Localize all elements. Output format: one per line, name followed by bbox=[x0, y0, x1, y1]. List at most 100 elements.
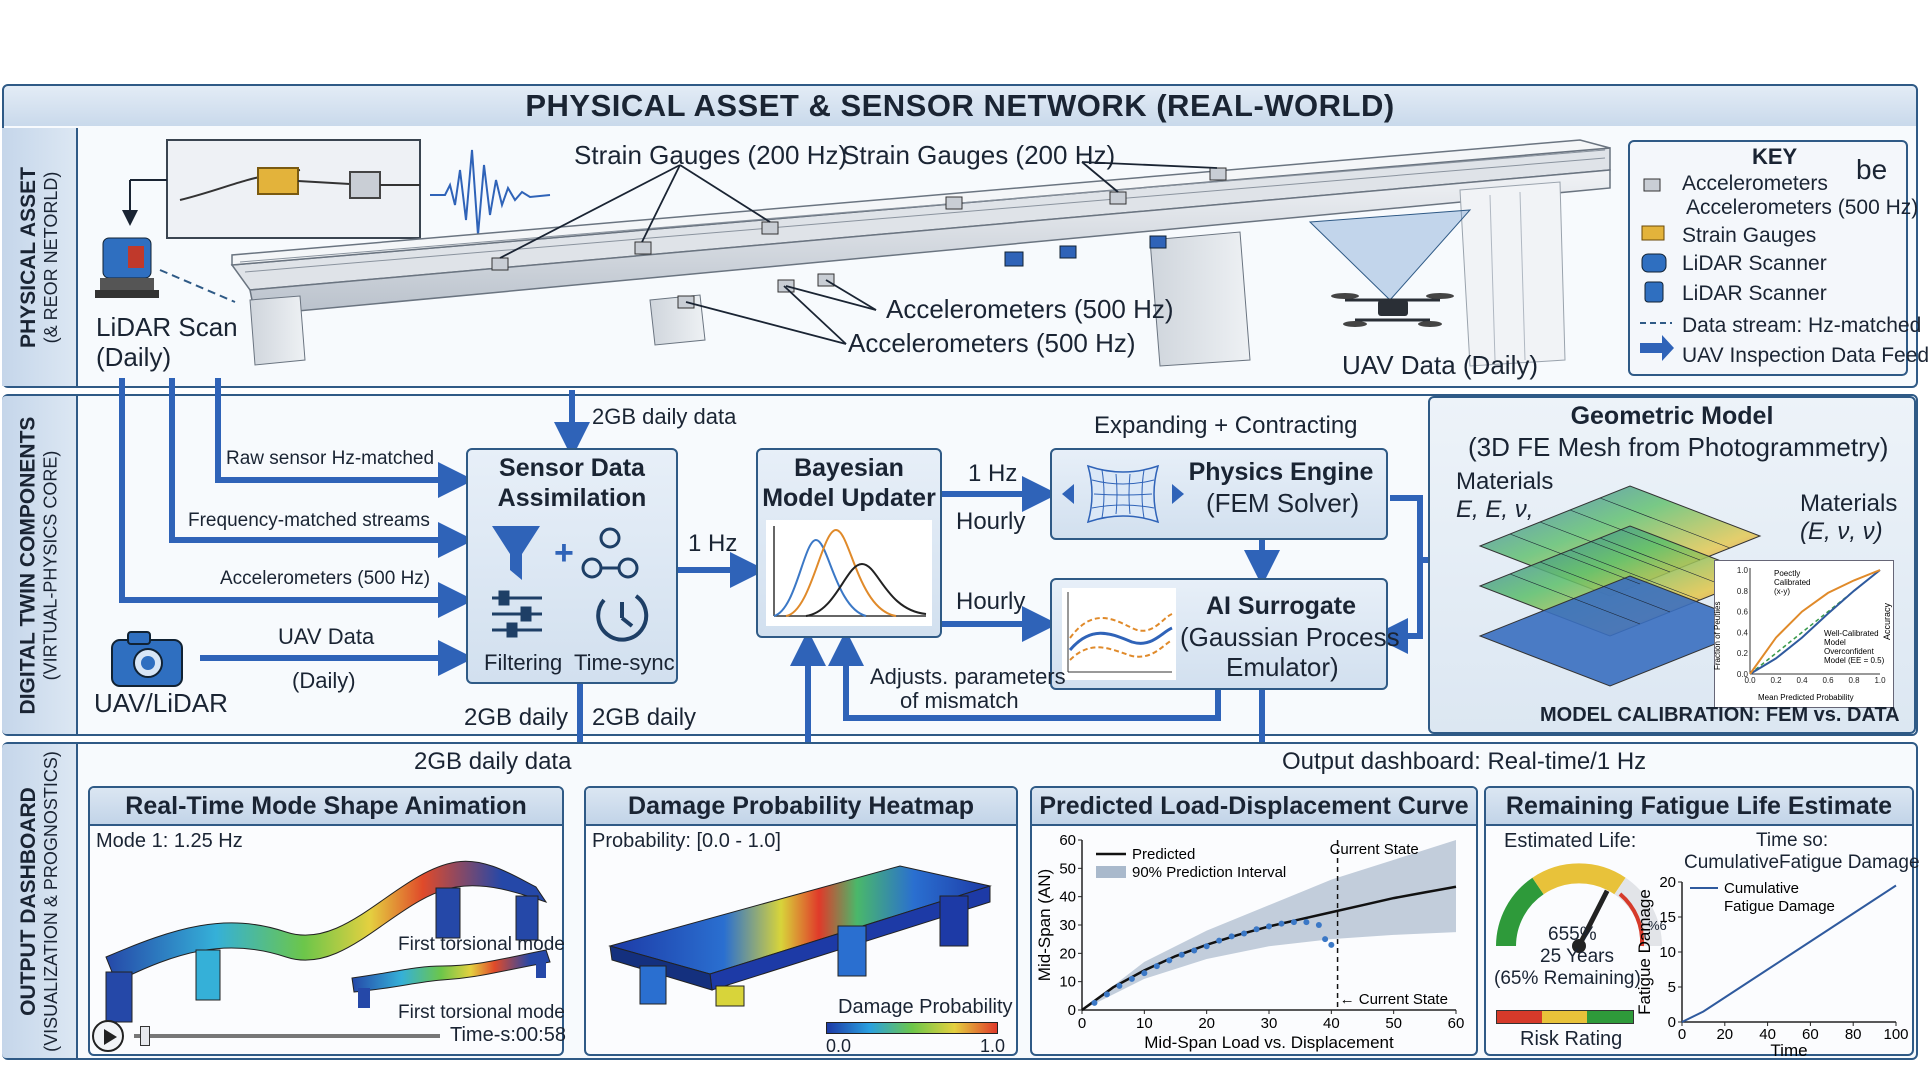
x-tick-label: 20 bbox=[1198, 1015, 1215, 1032]
geometric-title: Geometric Model bbox=[1570, 402, 1774, 430]
gears-icon bbox=[581, 527, 639, 579]
lidar-scan-daily: (Daily) bbox=[96, 342, 172, 372]
accelerometer-label-1: Accelerometers (500 Hz) bbox=[886, 294, 1174, 324]
observation-point bbox=[1328, 941, 1335, 948]
expanding-label: Expanding + Contracting bbox=[1094, 412, 1358, 439]
uav-lidar-label: UAV/LiDAR bbox=[94, 688, 228, 718]
y-tick-label: 5 bbox=[1668, 979, 1676, 996]
x-tick-label: 40 bbox=[1323, 1015, 1340, 1032]
y-tick-label: 60 bbox=[1059, 832, 1076, 849]
calibration-caption: MODEL CALIBRATION: FEM vs. DATA bbox=[1540, 704, 1900, 726]
output-rate-label: Output dashboard: Real-time/1 Hz bbox=[1282, 748, 1647, 775]
arrow-icon bbox=[1640, 335, 1674, 361]
lidar-scanner-icon bbox=[1641, 253, 1667, 273]
x-tick-label: 20 bbox=[1716, 1026, 1733, 1043]
geometric-subtitle: (3D FE Mesh from Photogrammetry) bbox=[1468, 432, 1889, 462]
observation-point bbox=[1141, 970, 1148, 977]
fatigue-chart-title-2: CumulativeFatigue Damage bbox=[1684, 852, 1920, 873]
leader-lines bbox=[499, 161, 1218, 345]
observation-point bbox=[1228, 933, 1235, 940]
y-tick-label: 15 bbox=[1659, 909, 1676, 926]
bayesian-title-2: Model Updater bbox=[762, 484, 936, 512]
y-tick-label: 0.4 bbox=[1737, 628, 1749, 637]
legend-swatch bbox=[1096, 866, 1126, 878]
uav-stream-label: UAV Data bbox=[278, 624, 375, 649]
key-item: UAV Inspection Data Feed bbox=[1682, 344, 1929, 367]
key-item: Accelerometers (500 Hz) bbox=[1686, 196, 1919, 219]
life-gauge bbox=[1496, 863, 1662, 953]
y-tick-label: 0.0 bbox=[1737, 670, 1749, 679]
x-tick-label: 0.4 bbox=[1796, 676, 1808, 685]
x-axis-label: Time bbox=[1770, 1041, 1807, 1060]
x-tick-label: 30 bbox=[1261, 1015, 1278, 1032]
legend-label: Cumulative bbox=[1724, 880, 1799, 897]
y-tick-label: 0.6 bbox=[1737, 608, 1749, 617]
strain-gauge-icon bbox=[257, 167, 299, 195]
risk-rating-bar bbox=[1496, 1010, 1634, 1024]
mode-shape-panel: Real-Time Mode Shape Animation bbox=[88, 786, 564, 1056]
key-item: Accelerometers bbox=[1682, 172, 1828, 195]
torsion-label-2: First torsional mode bbox=[398, 1002, 565, 1023]
camera-icon bbox=[111, 631, 183, 687]
y-tick-label: 40 bbox=[1059, 889, 1076, 906]
legend-label: 90% Prediction Interval bbox=[1132, 864, 1286, 881]
life-percent: 655% bbox=[1548, 924, 1597, 945]
legend-label: Fatigue Damage bbox=[1724, 898, 1835, 915]
x-tick-label: 10 bbox=[1136, 1015, 1153, 1032]
timeline-track[interactable] bbox=[134, 1034, 440, 1038]
sliders-icon bbox=[492, 590, 542, 638]
y-tick-label: 1.0 bbox=[1737, 566, 1749, 575]
deck-sensor-markers bbox=[491, 167, 1227, 309]
fe-mesh-layers bbox=[1478, 485, 1762, 687]
panel-title: Predicted Load-Displacement Curve bbox=[1032, 788, 1476, 826]
svg-text:+: + bbox=[554, 534, 574, 572]
play-button[interactable] bbox=[92, 1020, 124, 1052]
bayes-to-physics-hz: 1 Hz bbox=[968, 460, 1018, 487]
sensor-assimilation-box bbox=[466, 448, 678, 684]
assimilation-title-1: Sensor Data bbox=[499, 454, 645, 482]
funnel-icon bbox=[492, 526, 540, 580]
observation-point bbox=[1153, 963, 1160, 970]
strain-gauge-label-right: Strain Gauges (200 Hz) bbox=[842, 140, 1116, 170]
assimilation-title-2: Assimilation bbox=[497, 484, 647, 512]
digital-twin-label: DIGITAL TWIN COMPONENTS (VIRTUAL-PHYSICS… bbox=[2, 396, 78, 734]
materials-right-label: Materials bbox=[1800, 490, 1898, 517]
y-tick-label: 10 bbox=[1059, 974, 1076, 991]
key-icons bbox=[1640, 178, 1674, 361]
x-tick-label: 60 bbox=[1802, 1026, 1819, 1043]
surrogate-subtitle-2: Emulator) bbox=[1226, 652, 1339, 682]
mode-label: Mode 1: 1.25 Hz bbox=[96, 830, 243, 852]
observation-point bbox=[1216, 937, 1223, 944]
legend-label: Predicted bbox=[1132, 846, 1195, 863]
x-tick-label: 60 bbox=[1448, 1015, 1465, 1032]
key-item: Strain Gauges bbox=[1682, 224, 1817, 247]
observation-point bbox=[1116, 982, 1123, 989]
y-axis-label: Mid-Span (AN) bbox=[1035, 869, 1054, 981]
x-tick-label: 0.0 bbox=[1744, 676, 1756, 685]
key-title: KEY bbox=[1752, 144, 1798, 169]
observation-point bbox=[1178, 951, 1185, 958]
uav-scan-cone bbox=[1308, 209, 1472, 301]
x-tick-label: 80 bbox=[1845, 1026, 1862, 1043]
y-tick-label: 10 bbox=[1659, 944, 1676, 961]
observation-point bbox=[1290, 919, 1297, 926]
physics-subtitle: (FEM Solver) bbox=[1206, 488, 1360, 518]
torsion-label-1: First torsional mode bbox=[398, 934, 565, 955]
calibration-ylabel: Fraction of Peutiies bbox=[1713, 602, 1722, 670]
colorbar-min: 0.0 bbox=[826, 1036, 852, 1056]
accel-stream-label: Accelerometers (500 Hz) bbox=[220, 568, 431, 589]
timeline-handle[interactable] bbox=[140, 1026, 151, 1046]
time-readout: Time-s:00:58 bbox=[450, 1024, 566, 1046]
mesh-deform-icon bbox=[1062, 464, 1184, 524]
life-years: 25 Years bbox=[1540, 946, 1614, 967]
sensor-inset bbox=[166, 139, 421, 239]
accelerometer-icon bbox=[1643, 178, 1661, 192]
y-tick-label: 0.8 bbox=[1737, 587, 1749, 596]
uav-data-label: UAV Data (Daily) bbox=[1342, 350, 1539, 380]
panel-title: Real-Time Mode Shape Animation bbox=[90, 788, 562, 826]
uav-stream-daily: (Daily) bbox=[292, 668, 356, 693]
x-tick-label: 1.0 bbox=[1874, 676, 1886, 685]
